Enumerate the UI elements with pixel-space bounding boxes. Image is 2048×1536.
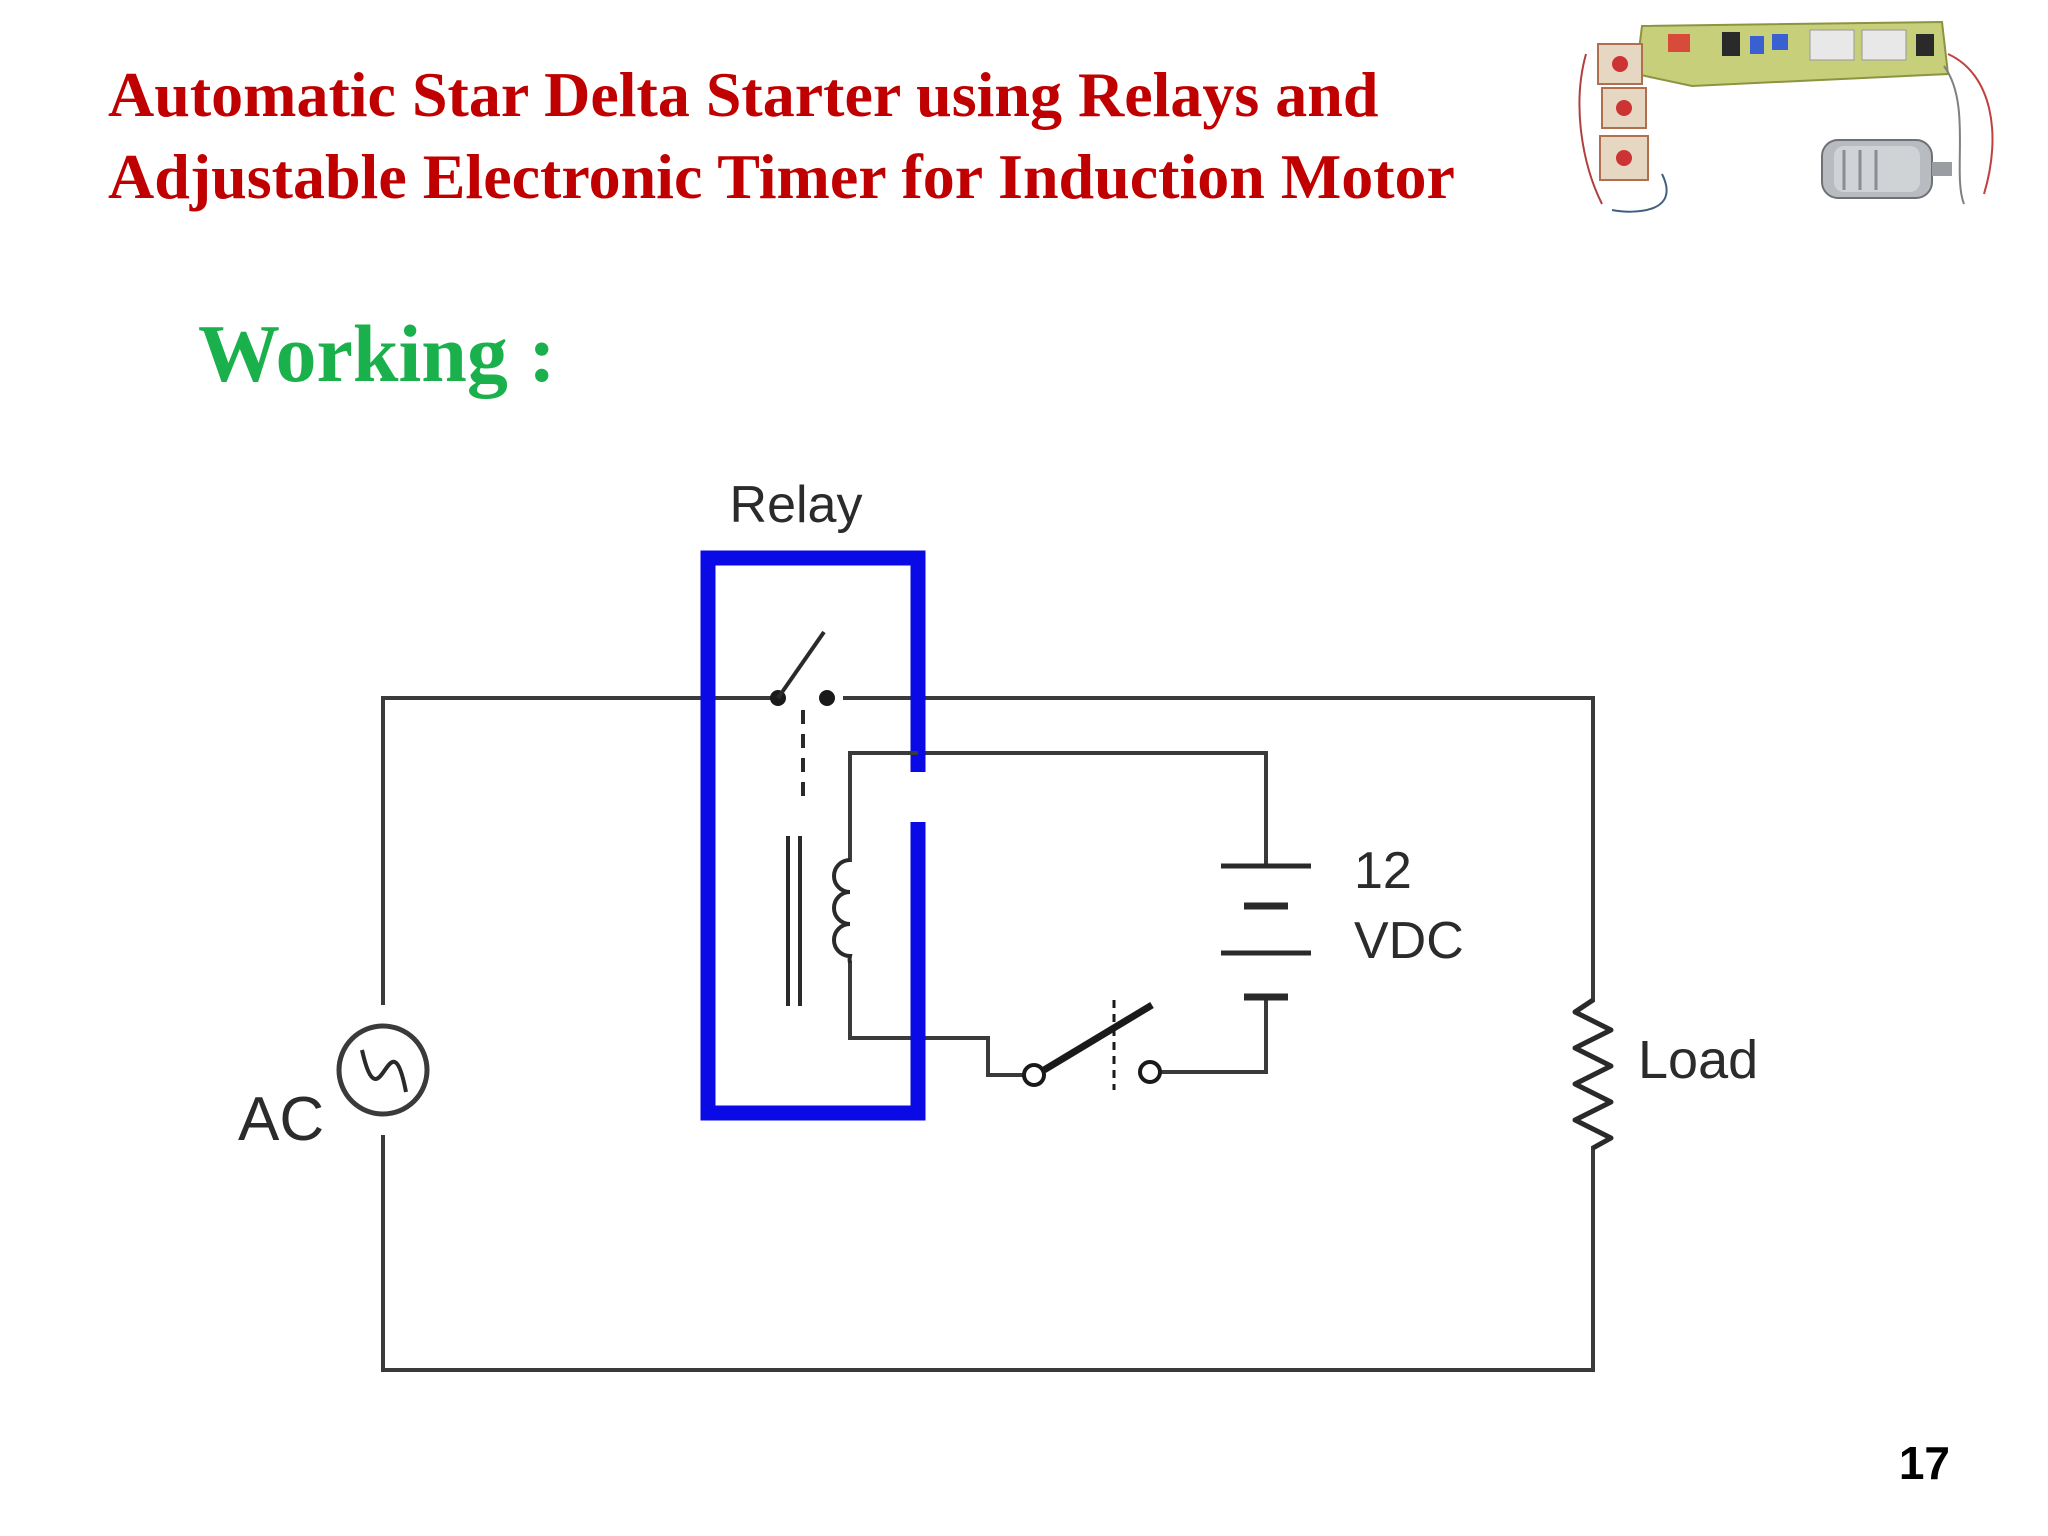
relay-label: Relay bbox=[730, 476, 863, 534]
relay-board-photo bbox=[1572, 14, 2008, 218]
page-number: 17 bbox=[1898, 1437, 1950, 1489]
relay-frame bbox=[700, 550, 926, 1121]
load-resistor bbox=[1572, 997, 1614, 1151]
load-label: Load bbox=[1638, 1030, 1758, 1090]
circuit-wires bbox=[381, 696, 1595, 1372]
relay-frame-gap bbox=[904, 772, 934, 822]
slide-title: Automatic Star Delta Starter using Relay… bbox=[108, 54, 1568, 218]
relay-coil bbox=[786, 836, 853, 1006]
dc-battery bbox=[1221, 863, 1311, 1001]
section-heading: Working : bbox=[198, 308, 556, 399]
dc-voltage-label-line-1: 12 bbox=[1354, 842, 1412, 900]
relay-contact-switch bbox=[770, 630, 835, 800]
ac-source bbox=[336, 1023, 430, 1117]
ac-label: AC bbox=[238, 1085, 324, 1154]
control-switch bbox=[1022, 1000, 1162, 1090]
dc-voltage-label-line-2: VDC bbox=[1354, 912, 1464, 970]
title-line-2: Adjustable Electronic Timer for Inductio… bbox=[108, 141, 1455, 212]
title-line-1: Automatic Star Delta Starter using Relay… bbox=[108, 59, 1379, 130]
